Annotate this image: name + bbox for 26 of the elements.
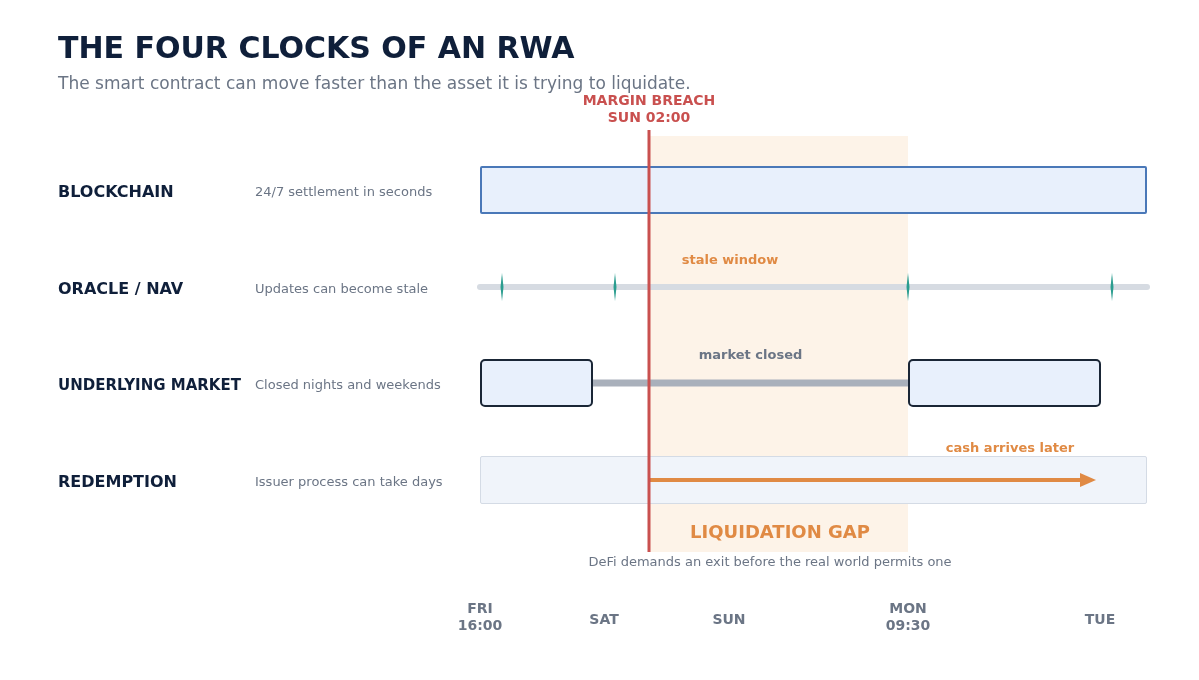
axis-tick-label: TUE	[1083, 610, 1117, 629]
row-description: Issuer process can take days	[255, 473, 444, 491]
annotation-text: cash arrives later	[944, 439, 1076, 457]
row-description: 24/7 settlement in seconds	[255, 183, 434, 201]
zone-title: LIQUIDATION GAP	[689, 520, 871, 544]
edge-label: market closed	[697, 346, 804, 364]
axis-tick-label: FRI 16:00	[456, 600, 504, 634]
axis-tick-label: SUN	[711, 610, 747, 629]
row-label: UNDERLYING MARKET	[58, 375, 242, 396]
title: THE FOUR CLOCKS OF AN RWA	[58, 30, 575, 66]
zone-caption: DeFi demands an exit before the real world permits one	[587, 553, 953, 571]
axis-tick-label: SAT	[588, 610, 620, 629]
connector-line	[593, 379, 908, 387]
row-label: BLOCKCHAIN	[58, 181, 175, 203]
event-label: MARGIN BREACH SUN 02:00	[582, 92, 717, 126]
annotation-text: stale window	[680, 251, 780, 269]
market-open-box	[480, 359, 593, 407]
row-description: Updates can become stale	[255, 280, 430, 298]
axis-tick-label: MON 09:30	[884, 600, 932, 634]
settlement-bar	[480, 166, 1147, 214]
redemption-bar	[480, 456, 1147, 504]
row-description: Closed nights and weekends	[255, 376, 442, 394]
row-label: ORACLE / NAV	[58, 278, 185, 300]
market-open-box	[908, 359, 1101, 407]
row-label: REDEMPTION	[58, 471, 178, 493]
subtitle: The smart contract can move faster than the asset it is trying to liquidate.	[58, 72, 691, 94]
